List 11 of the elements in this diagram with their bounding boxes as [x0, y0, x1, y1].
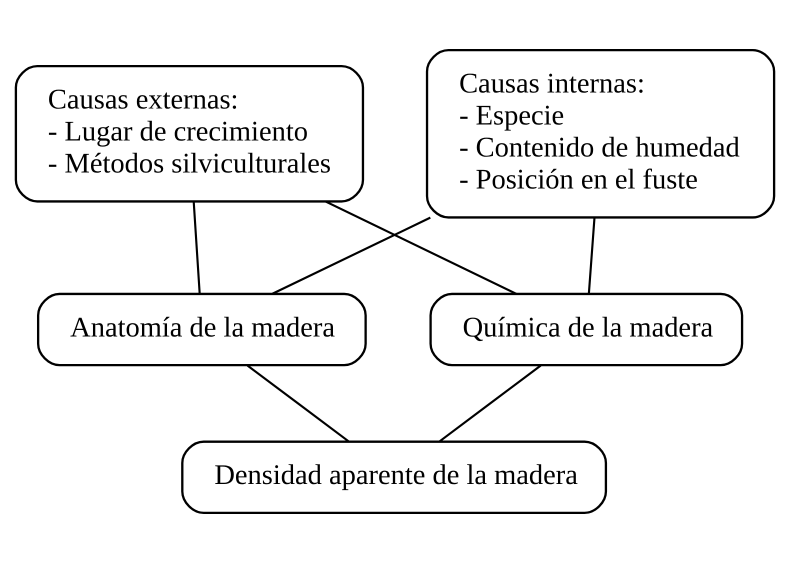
- node-box: Anatomía de la madera: [36, 292, 367, 366]
- node-box: Densidad aparente de la madera: [181, 440, 608, 514]
- connector: [272, 216, 431, 295]
- connector: [588, 218, 596, 294]
- connector: [438, 364, 542, 442]
- node-box: Causas internas: - Especie - Contenido de humedad - Posición en el fuste: [426, 48, 776, 219]
- node-box: Química de la madera: [429, 292, 744, 366]
- connector: [192, 202, 201, 294]
- connector: [325, 200, 517, 295]
- connector: [246, 364, 350, 442]
- node-box: Causas externas: - Lugar de crecimiento - Métodos silviculturales: [14, 64, 364, 203]
